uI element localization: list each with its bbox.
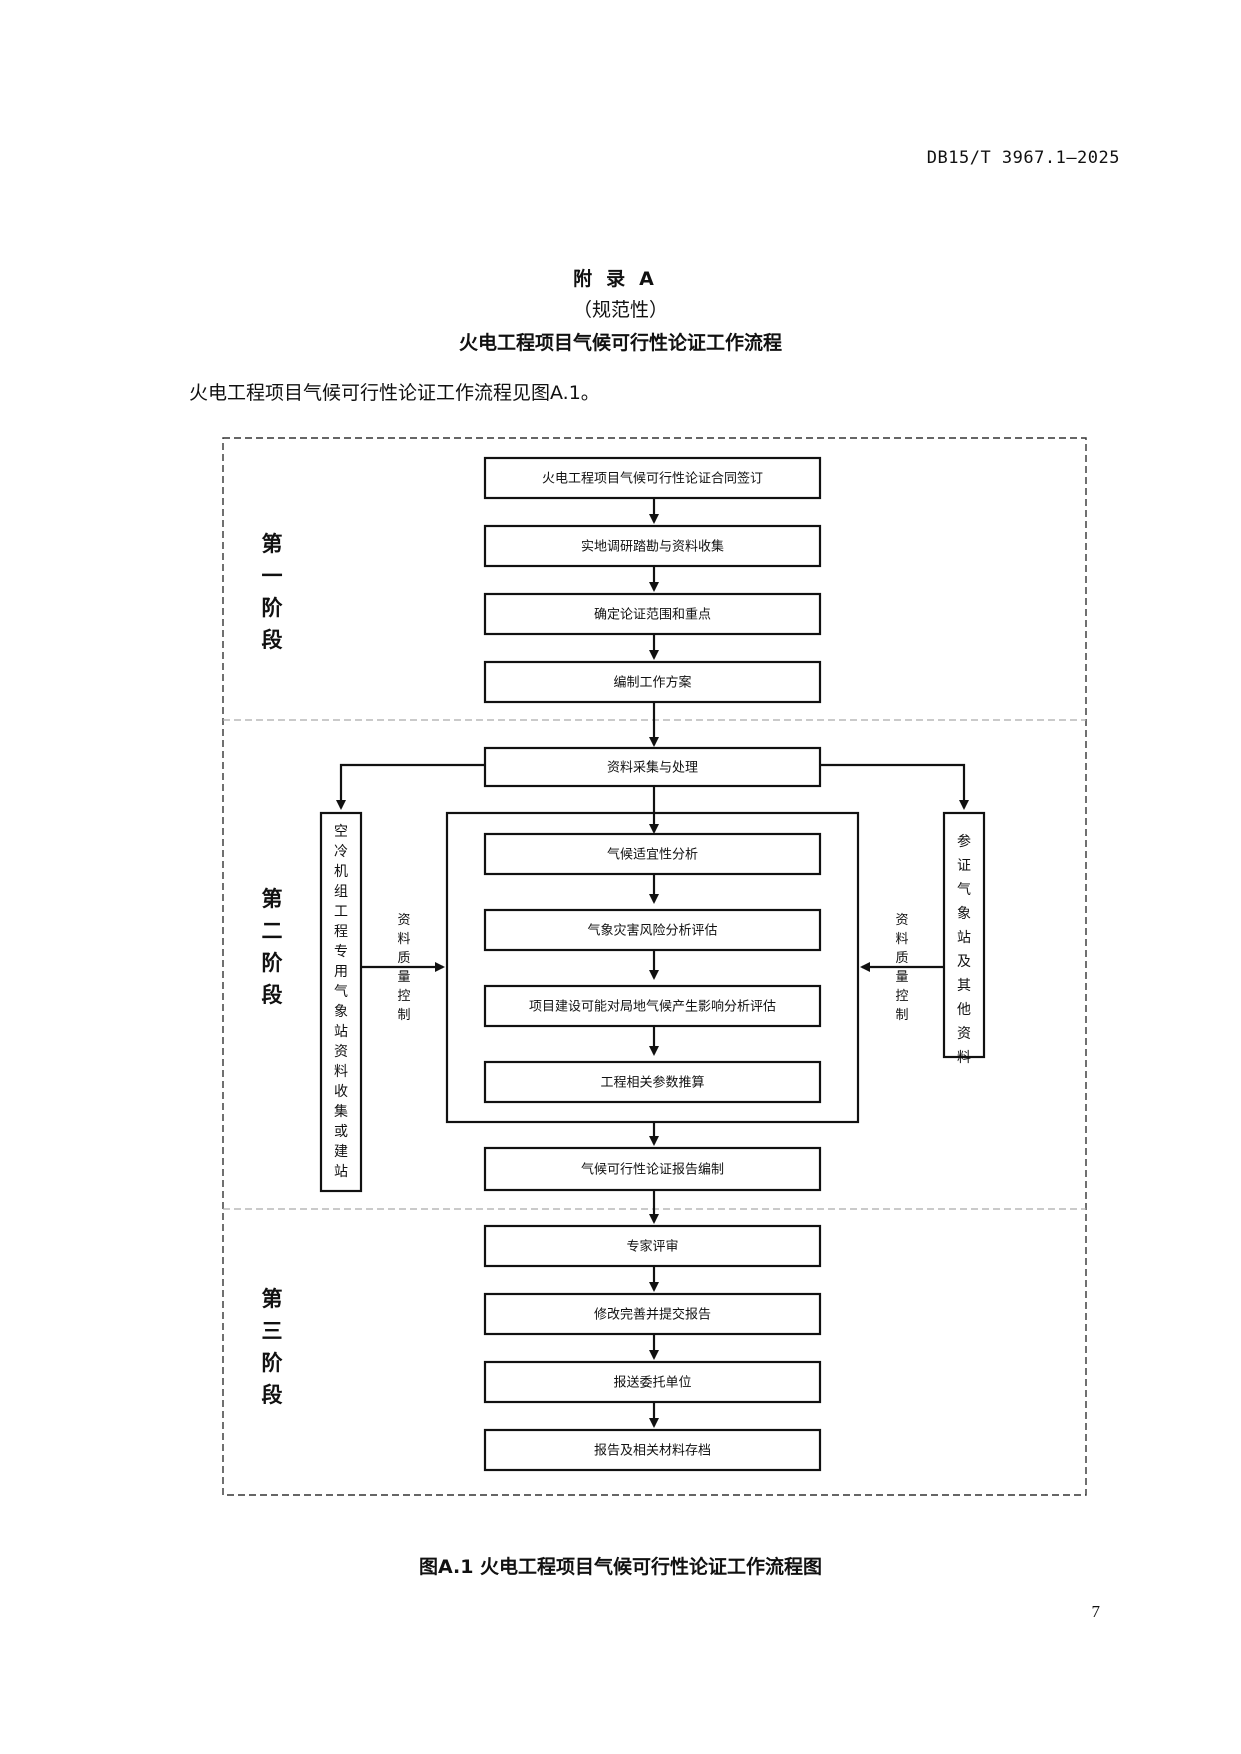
analysis-step-1-label: 气候适宜性分析 (607, 847, 698, 863)
analysis-step-2-label: 气象灾害风险分析评估 (587, 923, 717, 939)
report-step: 气候可行性论证报告编制 (483, 1146, 822, 1192)
stage3-step-3-box (483, 1360, 822, 1404)
appendix-title: 火电工程项目气候可行性论证工作流程 (458, 332, 782, 354)
stage-label-3: 第三阶段 (262, 1287, 284, 1407)
appendix-label: 附录A (573, 268, 668, 290)
stage1-step-3-box (483, 592, 822, 636)
stage-label-1: 第一阶段 (262, 532, 284, 652)
stage3-step-4-box (483, 1428, 822, 1472)
report-label: 气候可行性论证报告编制 (581, 1162, 724, 1178)
left-side-box (319, 811, 363, 1193)
report-box (483, 1146, 822, 1192)
left-side-label: 空冷机组工程专用气象站资料收集或建站 (334, 824, 348, 1180)
collect-box (483, 746, 822, 788)
quality-control-right-label: 资料质量控制 (895, 913, 908, 1023)
arrow-to-right-side (820, 763, 969, 810)
collect-step: 资料采集与处理 (483, 746, 822, 788)
stage1-step-3-label: 确定论证范围和重点 (594, 607, 711, 623)
outer-frame (222, 437, 1087, 1496)
stage3-step-2-label: 修改完善并提交报告 (594, 1307, 711, 1323)
qc-left-text: 资料质量控制 (397, 913, 410, 1023)
qc-right-text: 资料质量控制 (895, 913, 908, 1023)
analysis-step-3-label: 项目建设可能对局地气候产生影响分析评估 (529, 999, 776, 1015)
stage1-step-4-box (483, 660, 822, 704)
intro-paragraph: 火电工程项目气候可行性论证工作流程见图A.1。 (189, 382, 600, 404)
stage1-step-1-box (483, 456, 822, 500)
arrow-to-left-side (336, 763, 485, 810)
normative-label: （规范性） (572, 299, 668, 321)
right-side-text: 参证气象站及其他资料 (957, 833, 971, 1066)
stage-label-2: 第二阶段 (262, 887, 284, 1007)
stage1-step-4-label: 编制工作方案 (613, 675, 691, 691)
stage1-step-2-label: 实地调研踏勘与资料收集 (581, 539, 724, 555)
stage1-step-2-box (483, 524, 822, 568)
analysis-step-2-box (483, 908, 822, 952)
collect-label: 资料采集与处理 (607, 760, 698, 776)
analysis-step-4-label: 工程相关参数推算 (600, 1075, 704, 1091)
figure-caption: 图A.1 火电工程项目气候可行性论证工作流程图 (418, 1556, 823, 1578)
page-number: 7 (1091, 1602, 1101, 1621)
stage1-step-1-label: 火电工程项目气候可行性论证合同签订 (542, 471, 763, 487)
analysis-step-3-box (483, 984, 822, 1028)
right-side-box (942, 811, 986, 1059)
analysis-step-4-box (483, 1060, 822, 1104)
analysis-steps: 气候适宜性分析气象灾害风险分析评估项目建设可能对局地气候产生影响分析评估工程相关… (483, 832, 822, 1104)
quality-control-left-label: 资料质量控制 (397, 913, 410, 1023)
left-side-text: 空冷机组工程专用气象站资料收集或建站 (334, 824, 348, 1180)
stage3-step-2-box (483, 1292, 822, 1336)
analysis-step-1-box (483, 832, 822, 876)
stage3-step-3-label: 报送委托单位 (613, 1376, 691, 1391)
stage3-step-1-box (483, 1224, 822, 1268)
stage3-step-1-label: 专家评审 (626, 1239, 678, 1255)
stage3-step-4-label: 报告及相关材料存档 (594, 1444, 711, 1459)
stage1-steps: 火电工程项目气候可行性论证合同签订实地调研踏勘与资料收集确定论证范围和重点编制工… (483, 456, 822, 704)
right-side-label: 参证气象站及其他资料 (957, 833, 971, 1066)
document-code: DB15/T 3967.1—2025 (926, 148, 1120, 168)
